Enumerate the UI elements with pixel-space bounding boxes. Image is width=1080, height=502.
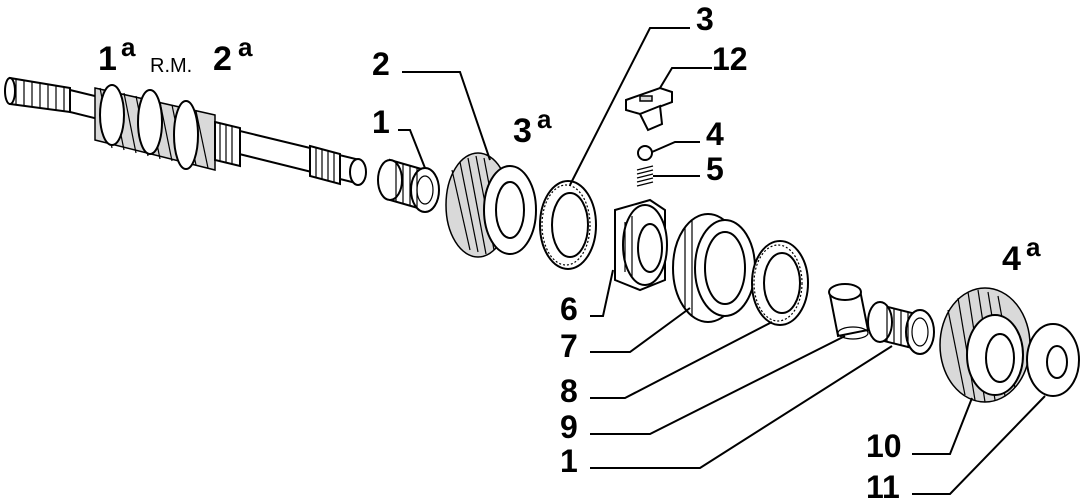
callout-1-bottom: 1 (560, 443, 578, 479)
callout-9: 9 (560, 409, 578, 445)
label-third-gear-sup: a (537, 104, 552, 134)
bushing-9 (828, 283, 870, 340)
synchro-hub-6 (614, 198, 668, 292)
callout-7: 7 (560, 328, 578, 364)
needle-bearing-1-lower (867, 301, 935, 355)
callout-11: 11 (866, 469, 900, 502)
callout-1-top: 1 (372, 104, 390, 140)
label-second-gear: 2 (213, 40, 232, 78)
thrust-washer-11 (1026, 323, 1080, 397)
gear-position-labels: 1 a R.M. 2 a 3 a 4 a (98, 32, 1041, 278)
label-reverse: R.M. (150, 55, 192, 77)
callout-3: 3 (696, 1, 714, 37)
callout-4: 4 (706, 116, 724, 152)
synchro-ring-8 (751, 240, 809, 326)
detent-spring-5 (636, 165, 654, 187)
label-second-gear-sup: a (238, 32, 253, 62)
callout-6: 6 (560, 291, 578, 327)
gear-10 (939, 287, 1031, 403)
callout-numbers: 1 2 3 12 4 5 6 7 8 9 1 10 11 (372, 1, 902, 502)
callout-5: 5 (706, 151, 724, 187)
main-shaft (4, 76, 367, 186)
callout-8: 8 (560, 373, 578, 409)
shift-key-12 (625, 86, 673, 132)
synchro-sleeve-7 (672, 213, 756, 323)
leader-lines (398, 27, 1046, 495)
callout-10: 10 (866, 428, 902, 464)
callout-2: 2 (372, 46, 390, 82)
detent-ball-4 (637, 145, 653, 161)
gear-2 (445, 152, 537, 258)
label-first-gear-sup: a (121, 32, 136, 62)
label-fourth-gear-sup: a (1026, 232, 1041, 262)
label-third-gear: 3 (513, 112, 532, 150)
synchro-ring-3 (539, 180, 597, 270)
needle-bearing-1 (377, 158, 440, 213)
callout-12: 12 (712, 41, 748, 77)
label-first-gear: 1 (98, 40, 117, 78)
label-fourth-gear: 4 (1002, 240, 1021, 278)
